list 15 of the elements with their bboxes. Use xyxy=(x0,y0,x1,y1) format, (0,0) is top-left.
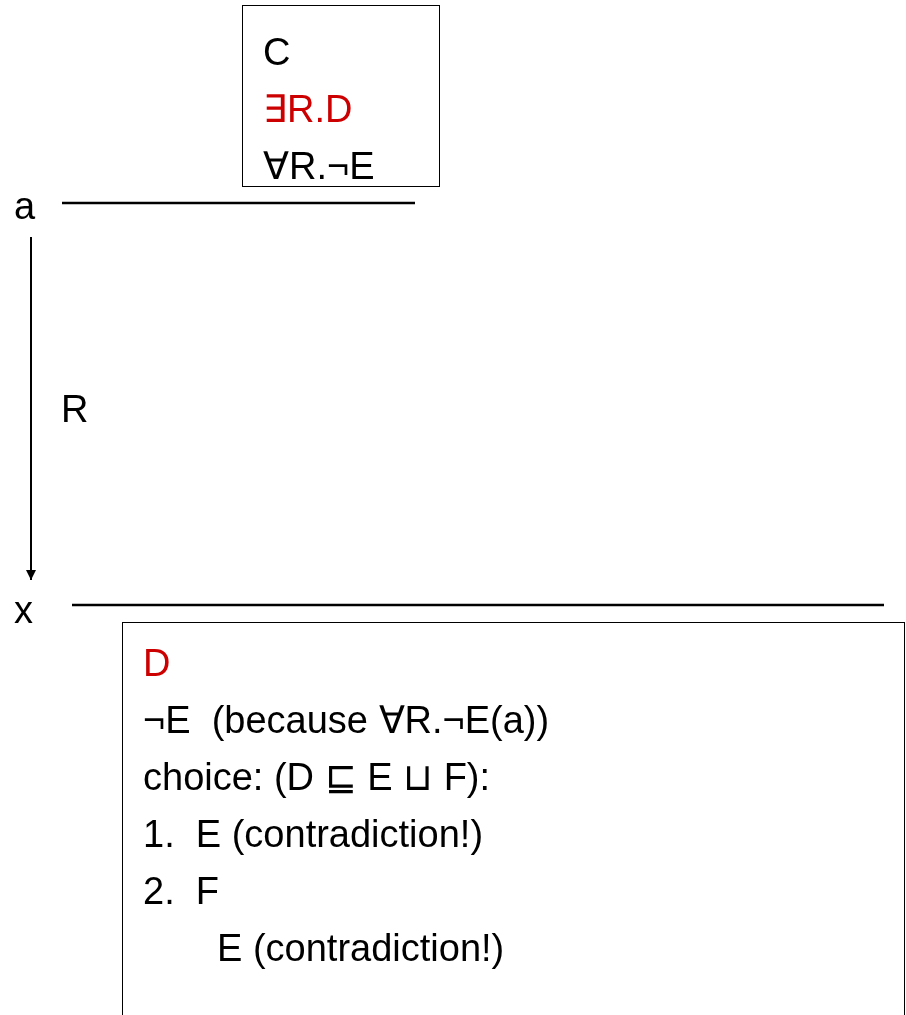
concept-label: ∃R.D xyxy=(263,87,353,132)
concept-label: E (contradiction!) xyxy=(217,926,505,971)
label-box xyxy=(122,622,905,1015)
edge-label: R xyxy=(61,386,89,432)
concept-label: 1. E (contradiction!) xyxy=(143,812,484,857)
arrow xyxy=(26,236,36,581)
individual-name: x xyxy=(14,588,33,633)
concept-label: D xyxy=(143,641,171,686)
concept-label: ¬E (because ∀R.¬E(a)) xyxy=(143,698,550,743)
label-box xyxy=(242,5,440,187)
individual-name: a xyxy=(14,184,36,229)
concept-label: 2. F xyxy=(143,869,220,914)
concept-label: ∀R.¬E xyxy=(263,144,375,189)
concept-label: choice: (D ⊑ E ⊔ F): xyxy=(143,755,491,800)
concept-label: C xyxy=(263,30,291,75)
